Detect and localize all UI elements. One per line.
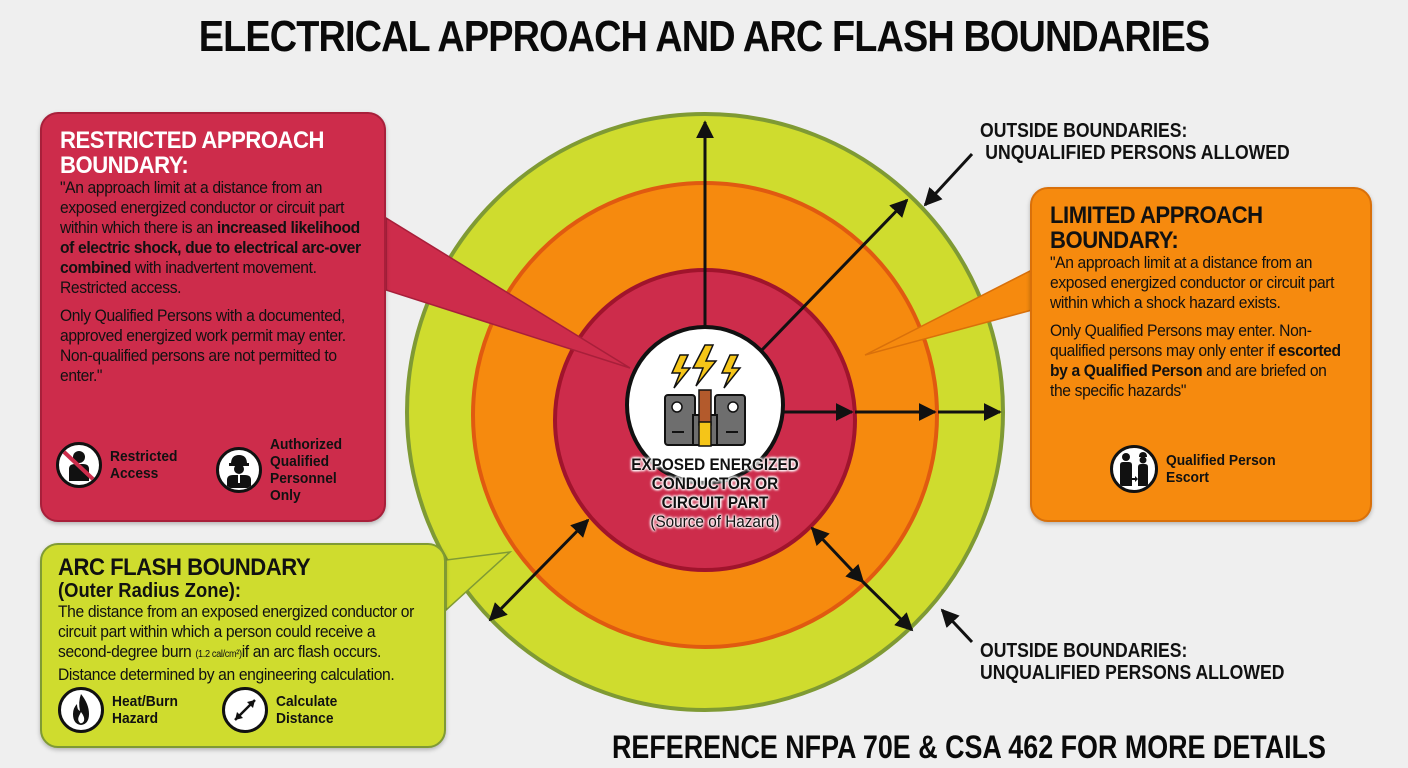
label-line: Hazard — [112, 710, 159, 727]
outside-top-pointer — [923, 152, 974, 207]
label-line: Only — [270, 487, 301, 504]
limited-title-line-1: LIMITED APPROACH — [1050, 202, 1263, 229]
label-line: Restricted — [110, 448, 178, 465]
radius-arrow-diagonal — [758, 198, 909, 354]
label-line: Calculate — [276, 693, 338, 710]
source-of-hazard-label: EXPOSED ENERGIZED CONDUCTOR OR CIRCUIT P… — [612, 455, 819, 531]
calculate-distance-icon — [222, 687, 268, 733]
limited-title-line-2: BOUNDARY: — [1050, 227, 1179, 254]
outside-boundaries-note-top: OUTSIDE BOUNDARIES: UNQUALIFIED PERSONS … — [980, 120, 1290, 164]
escort-item: Qualified Person Escort — [1110, 445, 1285, 493]
arc-flash-definition: The distance from an exposed energized c… — [58, 602, 426, 685]
restricted-text-bold: increased likelihood of electric shock, … — [60, 218, 361, 277]
restricted-approach-box: RESTRICTED APPROACH BOUNDARY: "An approa… — [40, 112, 386, 522]
restricted-text-b: with inadvertent movement. Restricted ac… — [60, 258, 317, 297]
restricted-title-line-2: BOUNDARY: — [60, 152, 189, 179]
page-title: ELECTRICAL APPROACH AND ARC FLASH BOUNDA… — [198, 12, 1210, 61]
qualified-personnel-item: Authorized Qualified Personnel Only — [216, 436, 348, 504]
label-line: Escort — [1166, 469, 1209, 486]
limited-approach-box: LIMITED APPROACH BOUNDARY: "An approach … — [1030, 187, 1372, 522]
source-line-4: (Source of Hazard) — [650, 512, 780, 531]
restricted-title-line-1: RESTRICTED APPROACH — [60, 127, 325, 154]
label-line: Heat/Burn — [112, 693, 178, 710]
distance-arrow-left — [488, 518, 590, 622]
outside-bottom-line-1: OUTSIDE BOUNDARIES: — [980, 640, 1188, 662]
label-line: Distance — [276, 710, 334, 727]
limited-text-a: Only Qualified Persons may enter. Non-qu… — [1050, 321, 1312, 360]
limited-text-bold: escorted by a Qualified Person — [1050, 341, 1341, 380]
limited-title: LIMITED APPROACH BOUNDARY: — [1050, 203, 1328, 253]
outside-bottom-line-2: UNQUALIFIED PERSONS ALLOWED — [980, 662, 1285, 684]
calculate-distance-item: Calculate Distance — [222, 687, 343, 733]
restricted-access-item: Restricted Access — [56, 442, 183, 488]
outside-boundaries-note-bottom: OUTSIDE BOUNDARIES: UNQUALIFIED PERSONS … — [980, 640, 1284, 684]
restricted-definition: "An approach limit at a distance from an… — [60, 178, 364, 298]
label-line: Personnel — [270, 470, 337, 487]
restricted-title: RESTRICTED APPROACH BOUNDARY: — [60, 128, 342, 178]
heat-burn-label: Heat/Burn Hazard — [112, 693, 178, 727]
source-line-2: CONDUCTOR OR — [651, 474, 779, 493]
source-line-1: EXPOSED ENERGIZED — [631, 455, 799, 474]
qualified-worker-icon — [216, 447, 262, 493]
limited-definition: "An approach limit at a distance from an… — [1050, 253, 1335, 312]
heat-burn-item: Heat/Burn Hazard — [58, 687, 184, 733]
escort-icon — [1110, 445, 1158, 493]
arc-flash-text-a: The distance from an exposed energized c… — [58, 602, 414, 661]
energized-conductor-icon — [664, 344, 746, 447]
label-line: Access — [110, 465, 159, 482]
limited-text-b: and are briefed on the specific hazards" — [1050, 361, 1327, 400]
outside-top-line-2: UNQUALIFIED PERSONS ALLOWED — [985, 142, 1290, 164]
distance-arrow-right-outer — [861, 580, 914, 632]
restricted-callout-pointer — [385, 216, 631, 369]
arc-flash-box: ARC FLASH BOUNDARY (Outer Radius Zone): … — [40, 543, 446, 748]
qualified-personnel-label: Authorized Qualified Personnel Only — [270, 436, 342, 504]
restricted-access-label: Restricted Access — [110, 448, 177, 482]
flame-icon — [58, 687, 104, 733]
arc-flash-energy-threshold: (1.2 cal/cm²) — [195, 649, 242, 660]
escort-label: Qualified Person Escort — [1166, 452, 1276, 486]
reference-note: REFERENCE NFPA 70E & CSA 462 FOR MORE DE… — [612, 729, 1326, 765]
outside-bottom-pointer — [940, 608, 974, 644]
calculate-distance-label: Calculate Distance — [276, 693, 337, 727]
restricted-entry-rule: Only Qualified Persons with a documented… — [60, 306, 346, 385]
arc-flash-title: ARC FLASH BOUNDARY — [58, 554, 311, 581]
limited-entry-rule: Only Qualified Persons may enter. Non-qu… — [1050, 321, 1350, 401]
distance-arrow-right-inner — [810, 526, 865, 584]
source-line-3: CIRCUIT PART — [661, 493, 769, 512]
arc-flash-subtitle: (Outer Radius Zone): — [58, 580, 241, 602]
label-line: Qualified — [270, 453, 330, 470]
label-line: Qualified Person — [1166, 452, 1276, 469]
outside-top-line-1: OUTSIDE BOUNDARIES: — [980, 120, 1188, 142]
label-line: Authorized — [270, 436, 343, 453]
arc-flash-text-b: if an arc flash occurs. Distance determi… — [58, 642, 395, 684]
restricted-text-a: "An approach limit at a distance from an… — [60, 178, 345, 237]
restricted-access-icon — [56, 442, 102, 488]
